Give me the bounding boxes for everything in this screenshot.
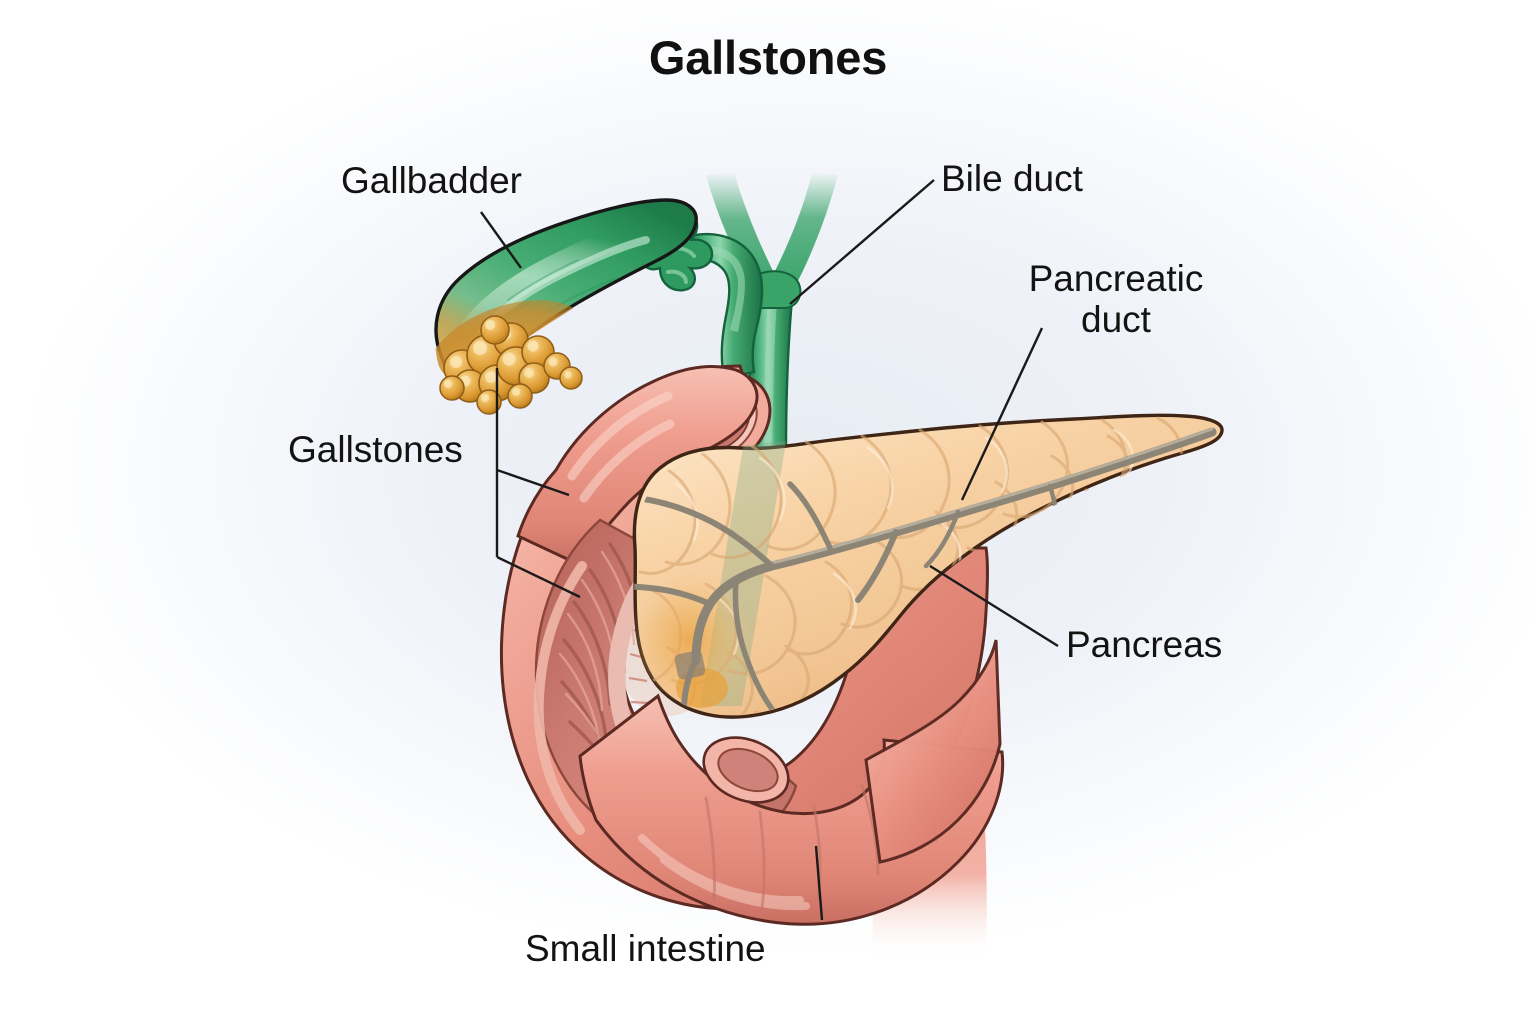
- pancreatic-duct-branch-4: [634, 583, 713, 607]
- label-bile-duct: Bile duct: [941, 158, 1083, 199]
- leader-line-bile-duct: [789, 179, 935, 305]
- page-title: Gallstones: [648, 31, 888, 84]
- leader-lines: [480, 179, 1059, 921]
- label-pancreatic-duct-line1: Pancreatic: [1028, 258, 1204, 299]
- label-pancreatic-duct: Pancreatic duct: [1008, 258, 1224, 341]
- label-small-intestine: Small intestine: [525, 928, 766, 969]
- pancreatic-duct-main-hilite: [770, 427, 1214, 565]
- pancreatic-duct: [634, 427, 1217, 715]
- cut-edge-outer-lip: [533, 561, 587, 835]
- gallstone: [559, 366, 583, 390]
- label-gallstones: Gallstones: [288, 429, 463, 470]
- pancreatic-duct-branch-1: [855, 529, 899, 603]
- pancreatic-duct-branch-7: [923, 509, 961, 569]
- gallstone: [507, 383, 533, 409]
- gallbladder-highlight: [459, 215, 667, 341]
- duodenal-bulb-highlight: [567, 391, 675, 503]
- gallstone: [476, 389, 502, 415]
- label-pancreas: Pancreas: [1066, 624, 1223, 665]
- leader-line-small-intestine: [814, 845, 824, 921]
- leader-line-pancreas: [929, 564, 1059, 648]
- gallstones-cluster: [439, 315, 583, 415]
- pancreatic-duct-branch-3: [634, 495, 775, 569]
- duodenum-cut-end-inferior: [702, 736, 790, 804]
- label-gallbladder: Gallbadder: [341, 160, 523, 201]
- leader-line-gallbladder: [480, 211, 522, 269]
- pancreatic-duct-branch-5: [732, 579, 779, 715]
- right-hepatic-duct: [764, 172, 838, 292]
- cystic-duct: [684, 232, 764, 380]
- pancreatic-duct-branch-2: [787, 481, 833, 551]
- gallstone: [439, 375, 465, 401]
- gallstone: [480, 315, 510, 345]
- leader-line-gallstones-bracket: [495, 368, 581, 599]
- left-hepatic-duct: [706, 172, 786, 296]
- gallstones-leader-stub-lower: [496, 555, 581, 599]
- gallstones-leader-stub-upper: [496, 468, 570, 497]
- leader-line-pancreatic-duct: [960, 327, 1044, 501]
- label-pancreatic-duct-line2: duct: [1081, 299, 1151, 341]
- duodenum-ascending-junction: [864, 639, 1002, 864]
